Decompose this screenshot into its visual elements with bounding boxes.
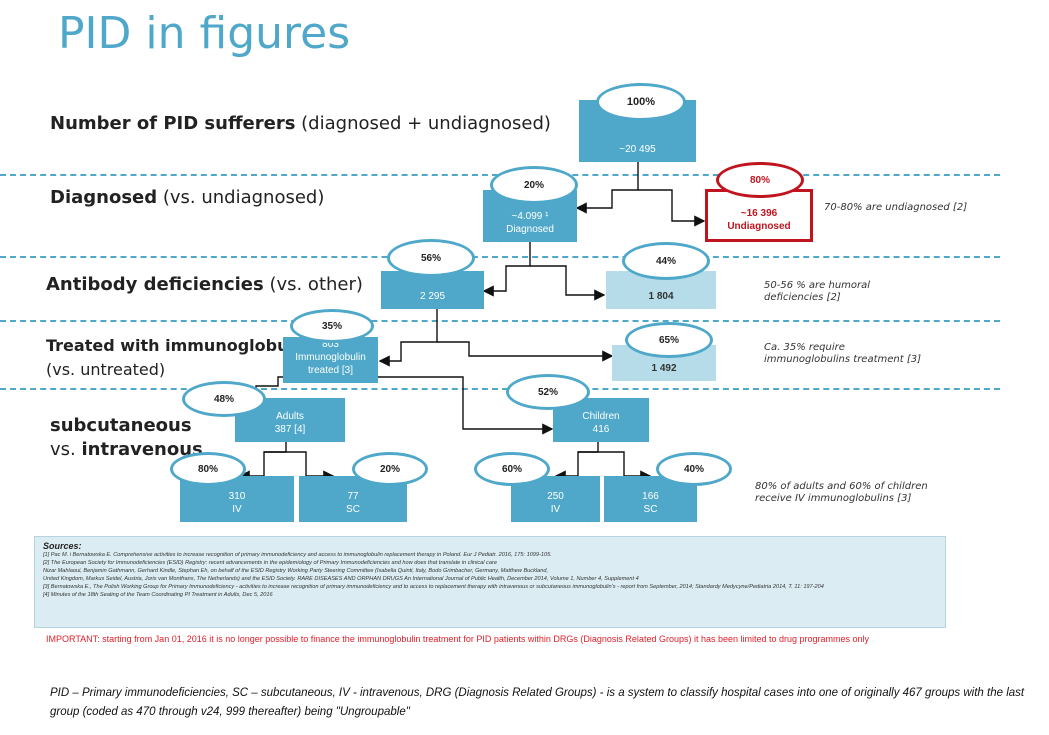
page-title: PID in figures [58,8,351,59]
sources-heading: Sources: [43,541,82,551]
note-line: receive IV immunoglobulins [3] [755,493,912,504]
pct-oval-children: 52% [506,374,590,410]
row-label-route: subcutaneous vs. intravenous [50,414,203,462]
note-line: deficiencies [2] [764,292,841,303]
node-label: Immunoglobulin [295,352,366,363]
row-label-antibody: Antibody deficiencies (vs. other) [46,273,363,297]
node-label: Adults [276,411,304,422]
pct-oval-adults-sc: 20% [352,452,428,486]
pct-oval-other: 44% [622,242,710,280]
node-label: Undiagnosed [727,221,791,232]
connector-arrow [437,341,614,362]
node-label: SC [643,504,658,515]
node-value: 2 295 [419,291,446,302]
node-value: ~20 495 [619,144,656,155]
source-item: [1] Pac M. i Bernatowska E. Comprehensiv… [43,552,552,558]
row-label-bold: subcutaneous [50,415,192,436]
row-label-bold: Treated with immunoglobulins [46,336,321,355]
connector-arrow [530,265,606,301]
row-label-rest: (vs. other) [263,274,363,295]
node-antibody: 2 295 [381,271,484,309]
connector-arrow [575,162,639,214]
connector-arrow [578,451,652,482]
node-value: 77 [347,491,359,502]
row-label-total: Number of PID sufferers (diagnosed + und… [50,112,551,136]
node-label: IV [550,504,561,515]
pct-oval-adults-iv: 80% [170,452,246,486]
connector-arrow [330,376,554,435]
row-label-bold: Antibody deficiencies [46,274,264,295]
pct-oval-diagnosed: 20% [490,166,578,204]
node-label: SC [346,504,360,515]
connector-arrow [378,308,438,367]
node-value: 310 [228,491,246,502]
connector-arrow [238,442,287,482]
row-label-bold: Number of PID sufferers [50,113,296,134]
source-item: Nizar Mahlaoui, Benjamin Gathmann, Gerha… [43,568,549,574]
row-label-bold: Diagnosed [50,187,158,208]
row-label-rest: vs. [50,439,82,460]
node-value: ~16 396 [740,208,778,219]
row-label-bold: intravenous [81,439,203,460]
note-line: 50-56 % are humoral [764,280,871,291]
pct-oval-untreated: 65% [625,322,713,358]
source-item: [3] Bernatowska E., The Polish Working G… [43,584,824,590]
node-value: 803 [322,339,339,350]
row-label-rest: (vs. undiagnosed) [157,187,325,208]
row-label-diagnosed: Diagnosed (vs. undiagnosed) [50,186,324,210]
important-notice: IMPORTANT: starting from Jan 01, 2016 it… [46,634,870,644]
footer-definitions: PID – Primary immunodeficiencies, SC – s… [50,687,1025,718]
row-separator [0,388,1000,390]
pct-oval-children-iv: 60% [474,452,550,486]
note-line: 80% of adults and 60% of children [755,481,928,492]
row-label-rest: (diagnosed + undiagnosed) [295,113,551,134]
node-label: Children [582,411,620,422]
connector-arrow [264,451,335,482]
note-undiagnosed: 70-80% are undiagnosed [2] [824,202,968,213]
node-value: 250 [547,491,564,502]
connector-arrow [482,242,531,297]
source-item: [4] Minutes of the 18th Seating of the T… [43,592,273,598]
node-value: 416 [592,424,610,435]
connector-arrow [638,189,706,227]
pct-oval-treated: 35% [290,309,374,343]
row-separator [0,256,1000,258]
node-value: 387 [4] [274,424,306,435]
pct-oval-undiagnosed: 80% [716,162,804,198]
row-label-rest: (vs. untreated) [46,360,166,379]
node-value: ~4.099 ¹ [511,211,549,222]
row-label-treated: Treated with immunoglobulins (vs. untreat… [46,334,320,382]
connector-arrow [554,442,599,482]
source-item: United Kingdom, Markus Seidel, Austria, … [43,576,639,582]
sources-box: Sources: [1] Pac M. i Bernatowska E. Com… [34,536,946,628]
pct-oval-adults: 48% [182,381,266,417]
note-line: immunoglobulins treatment [3] [764,354,921,365]
note-line: Ca. 35% require [764,342,845,353]
row-separator [0,320,1000,322]
node-value: 1 804 [648,291,674,302]
pct-oval-antibody: 56% [387,239,475,277]
pct-oval-children-sc: 40% [656,452,732,486]
source-item: [2] The European Society for Immunodefic… [43,560,497,566]
node-label: treated [3] [307,365,354,376]
node-value: 166 [642,491,659,502]
pct-oval-total: 100% [596,83,686,121]
node-label: Diagnosed [506,224,554,235]
node-label: IV [232,504,242,515]
node-value: 1 492 [651,363,677,374]
